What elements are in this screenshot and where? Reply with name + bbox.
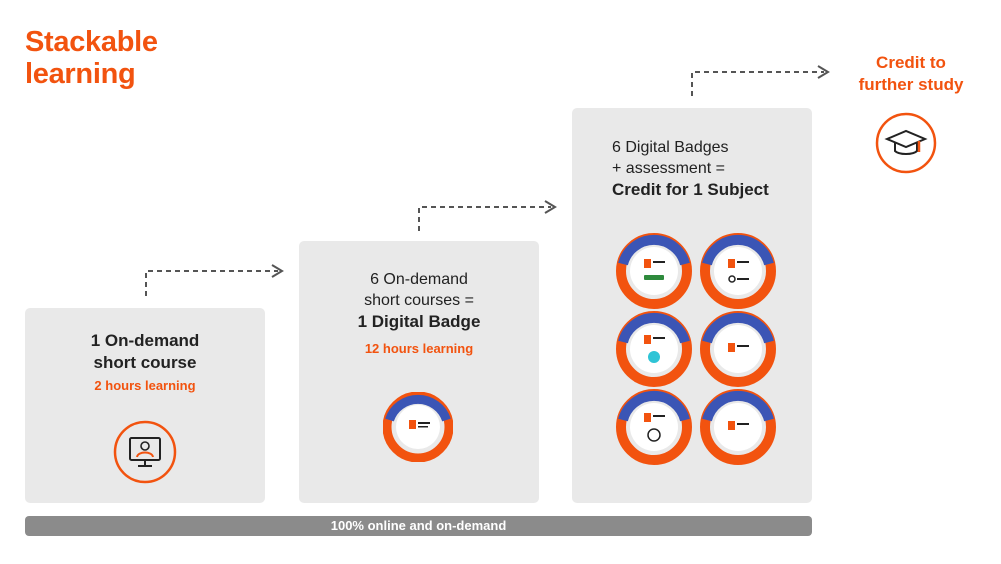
graduation-cap-icon	[875, 112, 937, 174]
badge-leadership	[616, 233, 692, 309]
computer-user-icon	[113, 420, 177, 484]
credit-line-1: Credit to	[876, 53, 946, 72]
step-1-panel: 1 On-demand short course 2 hours learnin…	[25, 308, 265, 503]
credit-line-2: further study	[858, 75, 964, 94]
online-on-demand-bar: 100% online and on-demand	[25, 516, 812, 536]
step-3-line-2: + assessment =	[612, 160, 725, 177]
step-1-description: 1 On-demand short course	[25, 330, 265, 374]
arrow-step3-to-credit	[691, 65, 830, 96]
step-2-description: 6 On-demand short courses = 1 Digital Ba…	[299, 269, 539, 333]
step-3-description: 6 Digital Badges + assessment = Credit f…	[612, 137, 812, 201]
badge-digital-marketing	[700, 389, 776, 465]
badge-organisational-change	[616, 389, 692, 465]
step-3-line-3: Credit for 1 Subject	[612, 180, 769, 199]
badge-creative	[616, 311, 692, 387]
step-2-hours: 12 hours learning	[364, 341, 474, 356]
step-2-panel: 6 On-demand short courses = 1 Digital Ba…	[299, 241, 539, 503]
step-2-line-3: 1 Digital Badge	[357, 312, 481, 331]
title-line-1: Stackable	[25, 26, 158, 58]
step-2-line-2: short courses =	[364, 292, 474, 309]
step-2-line-1: 6 On-demand	[370, 271, 468, 288]
credit-title: Credit to further study	[838, 52, 984, 96]
title-line-2: learning	[25, 58, 136, 90]
step-1-line-1: 1 On-demand	[90, 331, 200, 350]
page-title: Stackable learning	[25, 26, 158, 90]
step-1-hours: 2 hours learning	[94, 378, 196, 393]
arrow-step1-to-step2	[145, 264, 284, 296]
step-3-panel: 6 Digital Badges + assessment = Credit f…	[572, 108, 812, 503]
badge-interpersonal	[700, 233, 776, 309]
digital-badge-icon	[383, 392, 453, 462]
arrow-step2-to-step3	[418, 200, 557, 231]
badge-digital-innovation	[700, 311, 776, 387]
step-1-line-2: short course	[93, 353, 197, 372]
step-3-line-1: 6 Digital Badges	[612, 139, 729, 156]
